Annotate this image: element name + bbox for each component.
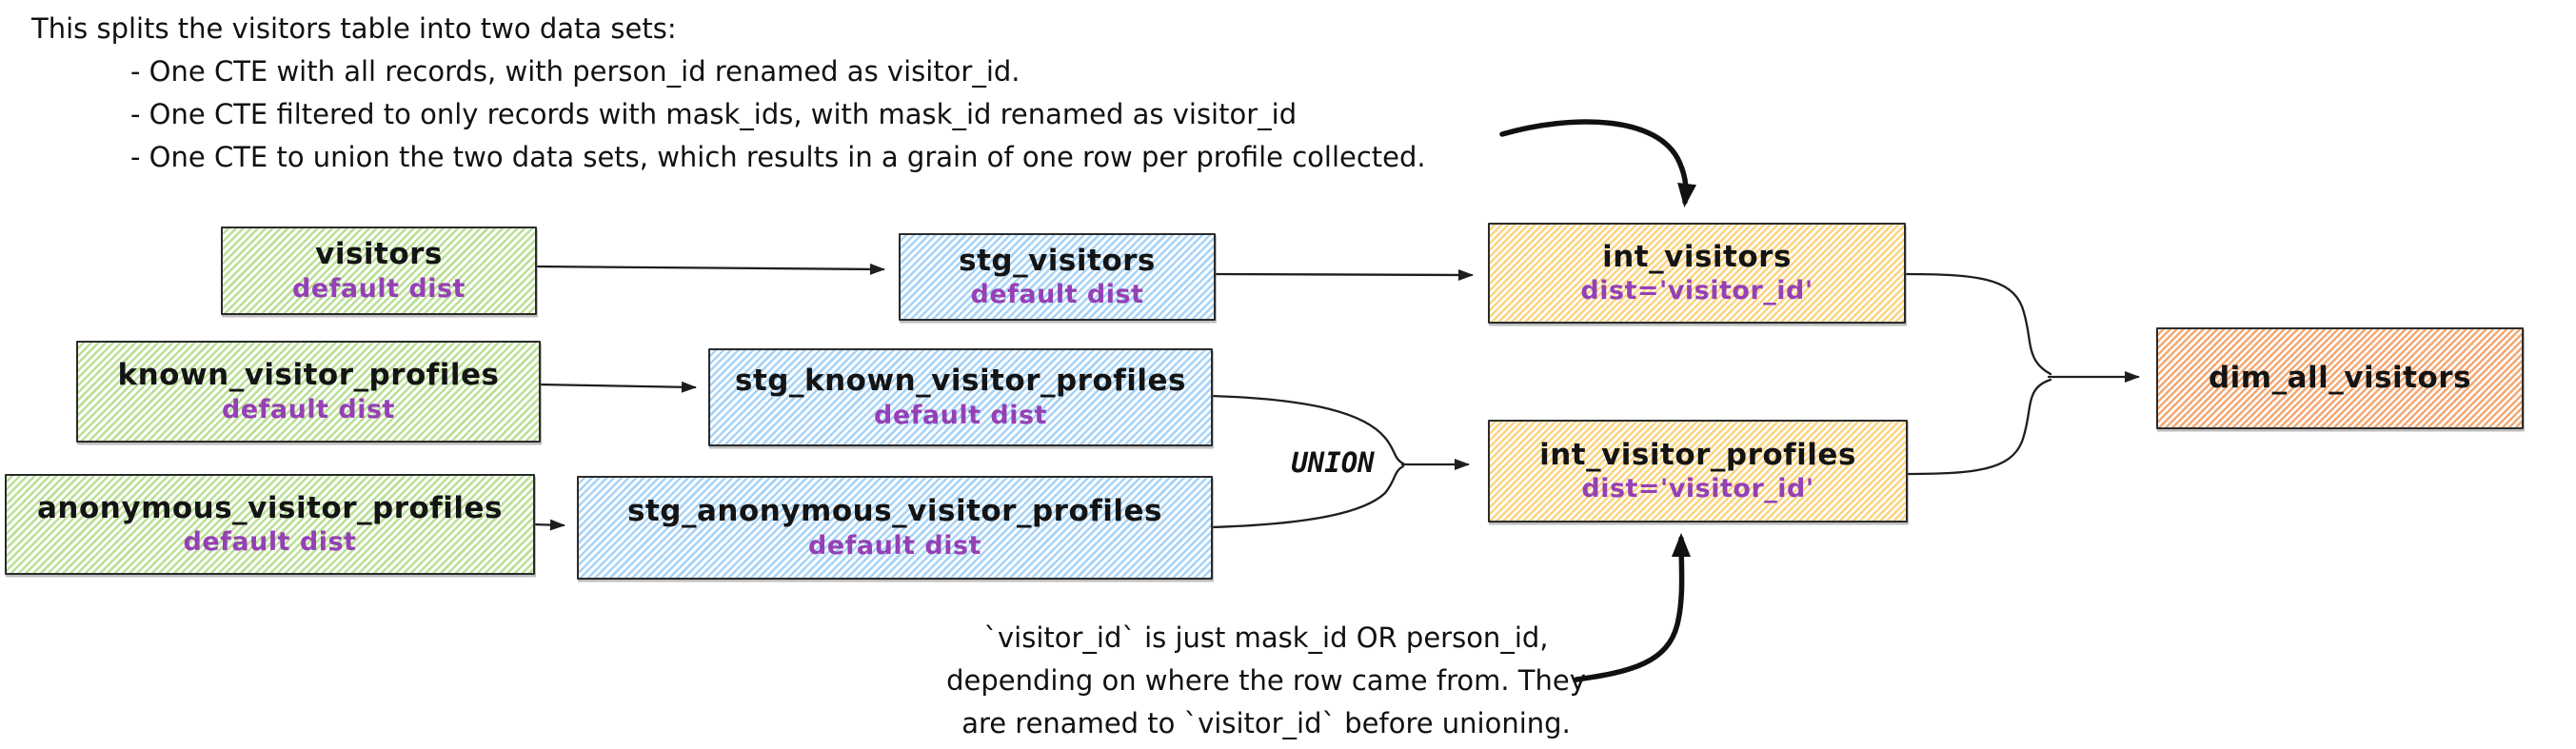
node-known-visitor-profiles: known_visitor_profiles default dist [76,341,541,443]
node-stg-anonymous-visitor-profiles-subtitle: default dist [808,530,981,561]
node-stg-known-visitor-profiles-title: stg_known_visitor_profiles [735,364,1186,399]
top-annotation-bullet-1: - One CTE with all records, with person_… [130,55,1020,88]
node-stg-anonymous-visitor-profiles-title: stg_anonymous_visitor_profiles [627,494,1162,529]
bottom-annotation: `visitor_id` is just mask_id OR person_i… [938,617,1595,745]
node-anonymous-visitor-profiles: anonymous_visitor_profiles default dist [5,474,535,575]
bottom-annotation-line-3: are renamed to `visitor_id` before union… [961,707,1571,739]
node-visitors-subtitle: default dist [292,273,466,304]
arrow-visitors-to-stg-visitors [533,263,885,275]
curve-int-visitors-to-merge [1903,272,2052,376]
node-int-visitor-profiles: int_visitor_profiles dist='visitor_id' [1488,420,1908,522]
node-visitors: visitors default dist [221,227,537,315]
arrow-known-to-stg-known [537,381,697,393]
node-stg-visitors: stg_visitors default dist [899,233,1216,321]
node-stg-known-visitor-profiles: stg_known_visitor_profiles default dist [708,348,1213,446]
curve-int-visitor-profiles-to-merge [1904,378,2052,476]
arrow-bottom-note-to-int-visitor-profiles [1574,533,1692,682]
node-stg-visitors-title: stg_visitors [959,243,1156,278]
node-known-visitor-profiles-subtitle: default dist [222,394,395,424]
node-anonymous-visitor-profiles-subtitle: default dist [183,527,357,558]
arrow-stg-visitors-to-int-visitors [1213,268,1474,281]
node-int-visitor-profiles-subtitle: dist='visitor_id' [1581,474,1814,504]
node-stg-known-visitor-profiles-subtitle: default dist [874,400,1047,430]
curve-stg-known-to-union [1209,394,1405,465]
top-annotation-bullet-3: - One CTE to union the two data sets, wh… [130,141,1426,173]
bottom-annotation-line-2: depending on where the row came from. Th… [946,664,1586,697]
node-int-visitors-title: int_visitors [1602,239,1792,274]
node-dim-all-visitors-title: dim_all_visitors [2208,361,2472,396]
top-annotation: This splits the visitors table into two … [31,8,1426,179]
top-annotation-intro: This splits the visitors table into two … [31,12,677,45]
node-stg-visitors-subtitle: default dist [970,280,1144,310]
node-int-visitor-profiles-title: int_visitor_profiles [1539,437,1856,472]
curve-stg-anonymous-to-union [1209,464,1405,529]
node-anonymous-visitor-profiles-title: anonymous_visitor_profiles [37,490,503,525]
top-annotation-bullet-2: - One CTE filtered to only records with … [130,98,1298,130]
arrow-anonymous-to-stg-anonymous [531,519,565,531]
node-stg-anonymous-visitor-profiles: stg_anonymous_visitor_profiles default d… [577,476,1213,580]
node-int-visitors: int_visitors dist='visitor_id' [1488,223,1906,324]
node-dim-all-visitors: dim_all_visitors [2156,327,2524,429]
node-known-visitor-profiles-title: known_visitor_profiles [117,358,500,393]
union-label: UNION [1291,446,1375,479]
node-int-visitors-subtitle: dist='visitor_id' [1580,276,1813,306]
bottom-annotation-line-1: `visitor_id` is just mask_id OR person_i… [983,621,1549,654]
arrow-top-note-to-int-visitors [1499,119,1697,207]
node-visitors-title: visitors [315,237,443,272]
